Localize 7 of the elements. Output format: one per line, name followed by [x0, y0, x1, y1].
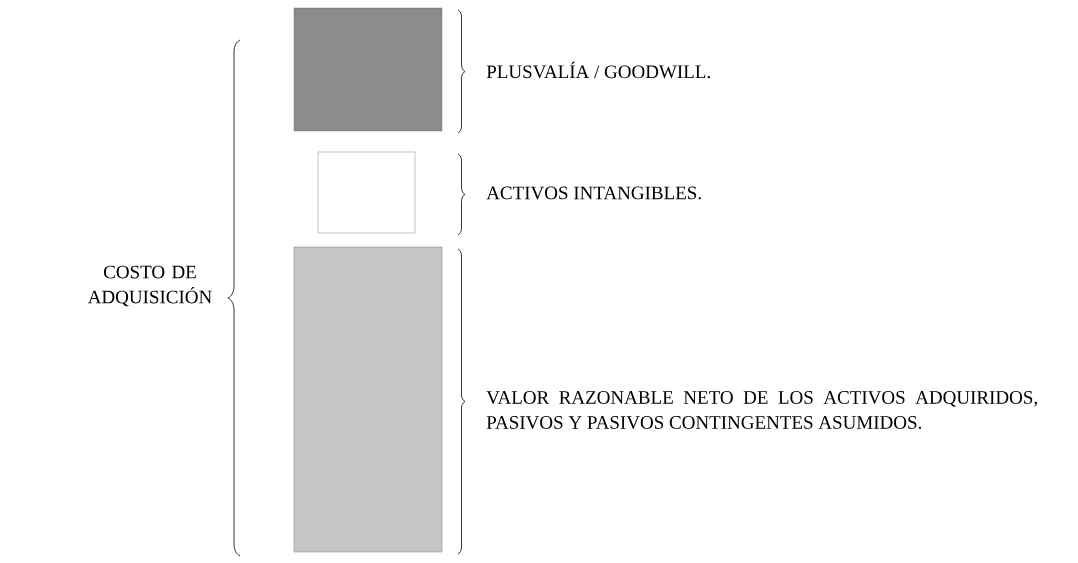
brace-label: PLUSVALÍA / GOODWILL. — [486, 61, 710, 79]
bar-block — [293, 246, 443, 553]
bar-block — [293, 7, 443, 132]
bar-block — [317, 151, 416, 234]
brace-label: ACTIVOS INTANGIBLES. — [486, 186, 701, 200]
brace-label: VALOR RAZONABLE NETO DE LOS ACTIVOS ADQUIRIDOS, PASIVOS Y PASIVOS CONTINGENTES ASUMIDOS. — [486, 391, 1037, 429]
brace-label: COSTO DE ADQUISICIÓN — [87, 265, 212, 307]
